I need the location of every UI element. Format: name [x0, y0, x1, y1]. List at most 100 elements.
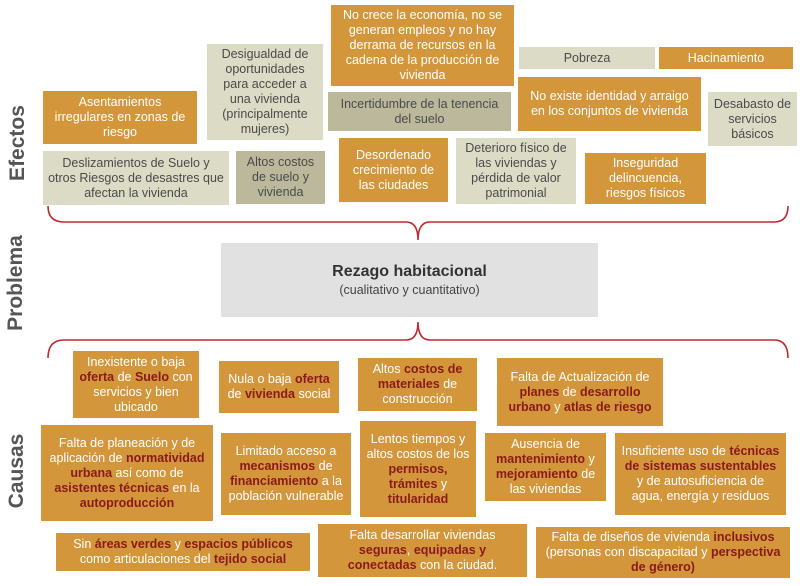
cause-highlight: técnicas de sistemas sustentables [624, 444, 780, 473]
cause-highlight: permisos, trámites [388, 461, 448, 491]
effect-box: No crece la economía, no se generan empl… [331, 5, 514, 86]
cause-text: Sin áreas verdes y espacios públicos com… [61, 537, 305, 567]
cause-box: Falta de Actualización de planes de desa… [497, 358, 663, 426]
cause-text-segment: social [294, 387, 331, 401]
cause-text-segment: con la ciudad. [416, 558, 498, 572]
cause-highlight: oferta [294, 372, 330, 386]
cause-text-segment: en la [169, 480, 200, 495]
cause-highlight: seguras [358, 543, 407, 557]
cause-text: Falta de Actualización de planes de desa… [502, 370, 658, 415]
cause-highlight: desarrollo urbano [508, 384, 641, 414]
cause-highlight: mecanismos [239, 459, 316, 473]
cause-text-segment: Falta desarrollar viviendas [349, 528, 496, 542]
cause-box: Ausencia de mantenimiento y mejoramiento… [485, 433, 606, 501]
effect-box: Pobreza [519, 47, 655, 69]
cause-text-segment: de [315, 459, 333, 473]
cause-box: Falta de diseños de vivienda inclusivos … [536, 527, 790, 578]
cause-text: Falta de diseños de vivienda inclusivos … [541, 530, 785, 575]
cause-text-segment: de las viviendas [509, 467, 596, 496]
effect-box: Deslizamientos de Suelo y otros Riesgos … [43, 151, 229, 205]
cause-highlight: inclusivos [713, 530, 775, 544]
cause-text-segment: y [171, 537, 185, 551]
cause-box: Falta de planeación y de aplicación de n… [41, 425, 213, 521]
effect-box: Incertidumbre de la tenencia del suelo [328, 92, 511, 131]
effect-box: Hacinamiento [659, 47, 793, 69]
cause-text-segment: y [437, 476, 448, 491]
cause-highlight: atlas de riesgo [564, 399, 652, 414]
cause-highlight: costos de materiales [377, 362, 463, 391]
cause-box: Inexistente o baja oferta de Suelo con s… [73, 351, 199, 418]
cause-highlight: vivienda [244, 387, 295, 401]
cause-text-segment: con servicios y bien ubicado [93, 369, 193, 414]
cause-highlight: tejido social [213, 552, 287, 566]
cause-text-segment: Falta de diseños de vivienda [551, 530, 714, 544]
cause-highlight: mejoramiento [495, 467, 578, 481]
cause-text-segment: , [406, 543, 414, 557]
cause-text-segment: Inexistente o baja [87, 354, 185, 369]
effect-box: Inseguridad delincuencia, riesgos físico… [585, 153, 706, 204]
cause-text-segment: (personas con discapacitad y [545, 545, 711, 559]
effect-box: Deterioro físico de las viviendas y pérd… [456, 138, 576, 204]
cause-highlight: titularidad [387, 491, 449, 506]
cause-text-segment: de [559, 384, 581, 399]
cause-box: Nula o baja oferta de vivienda social [219, 361, 339, 413]
cause-highlight: asistentes técnicas [54, 480, 170, 495]
cause-box: Sin áreas verdes y espacios públicos com… [56, 533, 310, 571]
effect-box: Altos costos de suelo y vivienda [236, 151, 325, 204]
cause-text-segment: así como de [112, 465, 184, 480]
cause-highlight: autoproducción [79, 495, 175, 510]
cause-text: Limitado acceso a mecanismos de financia… [226, 444, 346, 504]
effects-label: Efectos [6, 105, 29, 181]
cause-text: Falta desarrollar viviendas seguras, equ… [323, 528, 522, 573]
cause-highlight: equipadas y conectadas [347, 543, 487, 572]
cause-text: Altos costos de materiales de construcci… [363, 362, 472, 407]
cause-text-segment: Insuficiente uso de [621, 444, 730, 458]
cause-text-segment: a la población vulnerable [228, 474, 344, 503]
effect-box: Desigualdad de oportunidades para accede… [207, 44, 323, 140]
cause-highlight: espacios públicos [184, 537, 293, 551]
cause-box: Limitado acceso a mecanismos de financia… [221, 433, 351, 515]
causes-label: Causas [5, 433, 28, 509]
cause-text-segment: de [114, 369, 135, 384]
cause-text: Ausencia de mantenimiento y mejoramiento… [490, 437, 601, 497]
cause-text-segment: Lentos tiempos y altos costos de los [366, 431, 470, 461]
effect-box: No existe identidad y arraigo en los con… [518, 77, 701, 131]
cause-text-segment: Limitado acceso a [235, 444, 337, 458]
cause-text-segment: Ausencia de [511, 437, 580, 451]
cause-text-segment: y de autosuficiencia de agua, energía y … [631, 474, 770, 503]
cause-text-segment: y [550, 399, 564, 414]
cause-text: Inexistente o baja oferta de Suelo con s… [78, 355, 194, 415]
cause-text-segment: Nula o baja [228, 372, 295, 386]
cause-text-segment: Falta de Actualización de [510, 369, 650, 384]
cause-text-segment: Altos [372, 362, 404, 376]
cause-highlight: perspectiva de género) [631, 545, 781, 574]
cause-text-segment: Falta de planeación y de aplicación de [49, 435, 196, 465]
cause-highlight: áreas verdes [94, 537, 172, 551]
cause-text: Insuficiente uso de técnicas de sistemas… [620, 444, 781, 504]
problem-label: Problema [4, 235, 27, 331]
cause-text-segment: y [585, 452, 595, 466]
cause-box: Insuficiente uso de técnicas de sistemas… [615, 433, 786, 515]
cause-highlight: financiamiento [230, 474, 319, 488]
problem-box: Rezago habitacional (cualitativo y cuant… [221, 243, 598, 317]
cause-box: Altos costos de materiales de construcci… [358, 358, 477, 411]
cause-text-segment: de [227, 387, 245, 401]
cause-box: Lentos tiempos y altos costos de los per… [360, 421, 476, 517]
cause-text-segment: como articulaciones del [79, 552, 214, 566]
cause-highlight: Suelo [134, 369, 169, 384]
cause-highlight: mantenimiento [496, 452, 586, 466]
problem-title: Rezago habitacional [332, 263, 487, 280]
cause-text-segment: Sin [73, 537, 95, 551]
effects-bracket-line [47, 205, 789, 241]
cause-text: Lentos tiempos y altos costos de los per… [365, 432, 471, 507]
effect-box: Desordenado crecimiento de las ciudades [339, 138, 448, 202]
cause-text: Nula o baja oferta de vivienda social [224, 372, 334, 402]
cause-highlight: normatividad urbana [70, 450, 205, 480]
effect-box: Asentamientos irregulares en zonas de ri… [43, 91, 197, 144]
effect-box: Desabasto de servicios básicos [708, 92, 797, 146]
cause-text-segment: de construcción [382, 377, 458, 406]
cause-highlight: planes [519, 384, 560, 399]
problem-subtitle: (cualitativo y cuantitativo) [339, 283, 480, 297]
cause-highlight: oferta [79, 369, 115, 384]
cause-box: Falta desarrollar viviendas seguras, equ… [318, 524, 527, 577]
